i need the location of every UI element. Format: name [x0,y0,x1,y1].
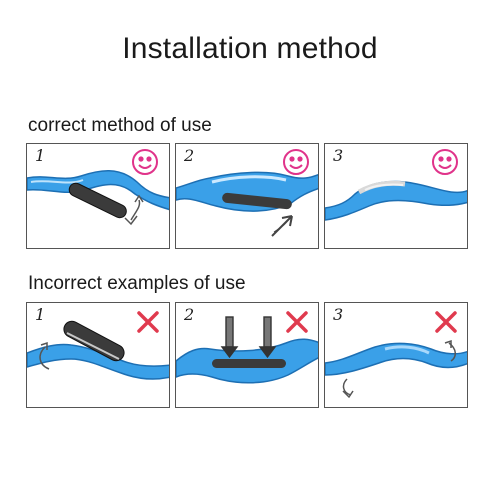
incorrect-step-3-panel: 3 [324,302,468,408]
step-number: 1 [35,146,46,165]
band-shape [27,343,169,380]
rotate-arrow-icon [342,378,352,396]
step-number: 1 [35,305,46,324]
incorrect-row: 1 2 [26,302,499,408]
band-shape [325,342,467,376]
page-title: Installation method [122,32,378,65]
rotate-arrow-icon [130,199,141,221]
down-arrow-icon [220,316,239,359]
correct-step-2-panel: 2 [175,143,319,249]
tracker-capsule [63,320,125,362]
red-x-icon [137,311,159,333]
tracker-capsule [212,359,286,368]
correct-step-1-panel: 1 [26,143,170,249]
incorrect-step-2-panel: 2 [175,302,319,408]
step-number: 3 [333,305,344,324]
down-arrow-icon [258,316,277,359]
correct-section-label: correct method of use [28,115,212,136]
step-number: 3 [333,146,344,165]
incorrect-section-label: Incorrect examples of use [28,273,246,294]
smiley-icon [432,149,458,175]
red-x-icon [435,311,457,333]
step-number: 2 [184,146,195,165]
correct-step-3-panel: 3 [324,143,468,249]
step-number: 2 [184,305,195,324]
band-shape [325,180,467,221]
tracker-capsule [68,182,127,219]
incorrect-step-1-panel: 1 [26,302,170,408]
smiley-icon [283,149,309,175]
rotate-arrow-icon [39,346,50,370]
smiley-icon [132,149,158,175]
tracker-capsule [222,192,292,210]
correct-row: 1 2 [26,143,499,249]
red-x-icon [286,311,308,333]
